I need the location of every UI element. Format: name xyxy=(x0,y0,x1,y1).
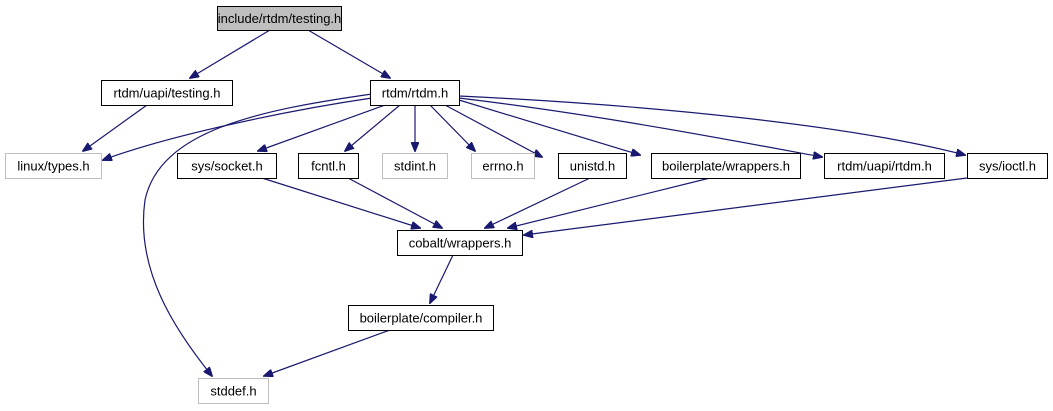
edge-rtdm_h-to-bp_wrappers_h xyxy=(458,99,640,155)
edge-sys_socket_h-to-cobalt_wrappers_h xyxy=(261,177,420,228)
edge-bp_wrappers_h-to-cobalt_wrappers_h xyxy=(508,177,711,228)
node-bp-compiler-h[interactable]: boilerplate/compiler.h xyxy=(348,305,494,331)
node-label: sys/socket.h xyxy=(191,159,263,174)
node-sys-ioctl-h[interactable]: sys/ioctl.h xyxy=(967,153,1048,179)
edge-testing_h-to-rtdm_h xyxy=(307,29,390,78)
edge-rtdm_h-to-sys_ioctl_h xyxy=(458,95,965,155)
node-box xyxy=(370,80,460,106)
node-label: fcntl.h xyxy=(311,159,346,174)
node-label: sys/ioctl.h xyxy=(979,159,1036,174)
edge-rtdm_h-to-fcntl_h xyxy=(345,104,401,151)
node-testing-h[interactable]: include/rtdm/testing.h xyxy=(217,6,342,31)
node-box xyxy=(651,153,801,179)
node-fcntl-h[interactable]: fcntl.h xyxy=(298,153,359,179)
edge-rtdm_h-to-linux_types_h xyxy=(103,97,373,160)
node-box xyxy=(824,153,945,179)
node-label: errno.h xyxy=(482,159,523,174)
edge-uapi_testing_h-to-linux_types_h xyxy=(83,104,148,151)
node-box xyxy=(382,153,448,179)
node-cobalt-wrappers-h[interactable]: cobalt/wrappers.h xyxy=(397,230,523,256)
node-box xyxy=(198,378,269,404)
node-linux-types-h: linux/types.h xyxy=(5,153,102,179)
edge-rtdm_h-to-stddef_h xyxy=(142,93,373,376)
edge-fcntl_h-to-cobalt_wrappers_h xyxy=(347,177,442,228)
node-label: stdint.h xyxy=(394,159,436,174)
node-sys-socket-h[interactable]: sys/socket.h xyxy=(177,153,277,179)
edge-rtdm_h-to-unistd_h xyxy=(444,104,542,157)
node-label: rtdm/uapi/testing.h xyxy=(114,86,221,101)
edge-rtdm_h-to-uapi_rtdm_h xyxy=(458,97,822,157)
edge-bp_compiler_h-to-stddef_h xyxy=(264,329,391,376)
node-box xyxy=(471,153,535,179)
node-box xyxy=(397,230,523,256)
node-box xyxy=(348,305,494,331)
node-uapi-testing-h[interactable]: rtdm/uapi/testing.h xyxy=(101,80,233,106)
node-rtdm-h[interactable]: rtdm/rtdm.h xyxy=(370,80,460,106)
node-box xyxy=(101,80,233,106)
node-stdint-h: stdint.h xyxy=(382,153,448,179)
node-label: boilerplate/compiler.h xyxy=(360,311,483,326)
node-label: linux/types.h xyxy=(17,159,89,174)
node-unistd-h[interactable]: unistd.h xyxy=(558,153,627,179)
node-label: stddef.h xyxy=(210,384,256,399)
node-box xyxy=(5,153,102,179)
edge-testing_h-to-uapi_testing_h xyxy=(190,29,271,78)
node-stddef-h: stddef.h xyxy=(198,378,269,404)
edge-rtdm_h-to-errno_h xyxy=(429,104,475,151)
edge-sys_ioctl_h-to-cobalt_wrappers_h xyxy=(524,177,968,235)
node-label: include/rtdm/testing.h xyxy=(218,11,342,26)
node-label: unistd.h xyxy=(570,159,616,174)
node-bp-wrappers-h[interactable]: boilerplate/wrappers.h xyxy=(651,153,801,179)
nodes-layer: include/rtdm/testing.h rtdm/uapi/testing.… xyxy=(5,6,1048,404)
edge-cobalt_wrappers_h-to-bp_compiler_h xyxy=(430,254,454,303)
edge-rtdm_h-to-sys_socket_h xyxy=(258,104,386,151)
node-label: boilerplate/wrappers.h xyxy=(662,159,790,174)
node-label: rtdm/rtdm.h xyxy=(382,86,448,101)
node-label: rtdm/uapi/rtdm.h xyxy=(837,159,932,174)
node-uapi-rtdm-h[interactable]: rtdm/uapi/rtdm.h xyxy=(824,153,945,179)
node-box xyxy=(558,153,627,179)
node-box xyxy=(217,6,342,31)
edge-unistd_h-to-cobalt_wrappers_h xyxy=(485,177,591,228)
node-box xyxy=(177,153,277,179)
node-errno-h: errno.h xyxy=(471,153,535,179)
node-label: cobalt/wrappers.h xyxy=(409,236,512,251)
node-box xyxy=(967,153,1048,179)
node-box xyxy=(298,153,359,179)
